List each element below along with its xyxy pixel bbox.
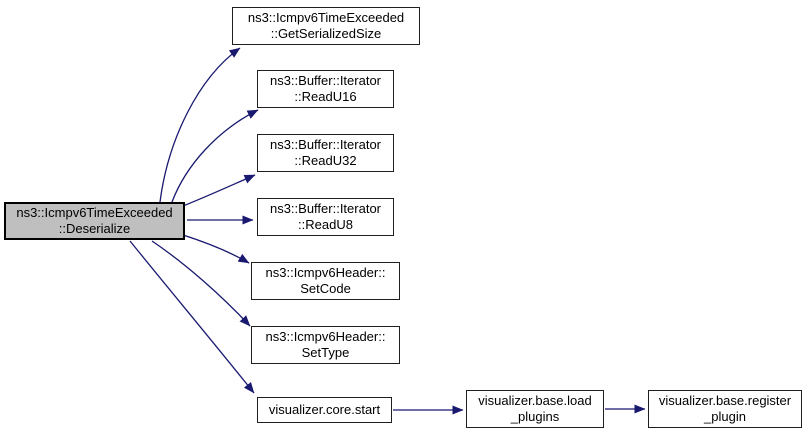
node-label-line2: _plugins [510,409,560,424]
edge-deserialize-settype [151,240,251,327]
node-label-line1: ns3::Buffer::Iterator [269,137,382,152]
node-getserializedsize[interactable]: ns3::Icmpv6TimeExceeded ::GetSerializedS… [232,7,420,45]
node-label-line2: ::ReadU32 [294,153,357,168]
node-label-line2: ::ReadU16 [294,89,357,104]
node-register-plugin[interactable]: visualizer.base.register _plugin [648,390,802,428]
node-label-line1: ns3::Icmpv6Header:: [265,329,386,344]
node-label-line1: ns3::Icmpv6TimeExceeded [247,10,405,25]
node-label-line1: visualizer.core.start [268,402,381,417]
node-readu8[interactable]: ns3::Buffer::Iterator ::ReadU8 [257,198,394,236]
node-settype[interactable]: ns3::Icmpv6Header:: SetType [251,326,400,364]
node-label-line1: ns3::Buffer::Iterator [269,201,382,216]
node-label-line2: SetCode [300,281,351,296]
node-label-line2: _plugin [704,409,746,424]
node-label-line2: ::GetSerializedSize [270,26,382,41]
node-readu16[interactable]: ns3::Buffer::Iterator ::ReadU16 [257,70,394,108]
edge-deserialize-corestart [129,240,255,394]
node-deserialize: ns3::Icmpv6TimeExceeded ::Deserialize [4,202,185,240]
node-label-line1: visualizer.base.register [658,393,792,408]
node-core-start[interactable]: visualizer.core.start [257,397,392,423]
node-label-line1: ns3::Icmpv6Header:: [265,265,386,280]
edge-deserialize-getserializedsize [159,47,241,203]
node-label-line1: ns3::Buffer::Iterator [269,73,382,88]
node-label-line1: ns3::Icmpv6TimeExceeded [16,205,173,220]
node-label-line1: visualizer.base.load [478,393,592,408]
node-label-line2: SetType [301,345,350,360]
node-label-line2: ::ReadU8 [298,217,353,232]
node-label-line2: ::Deserialize [58,221,131,236]
node-setcode[interactable]: ns3::Icmpv6Header:: SetCode [251,262,400,300]
edge-deserialize-readu32 [182,174,256,207]
node-readu32[interactable]: ns3::Buffer::Iterator ::ReadU32 [257,134,394,172]
edge-deserialize-readu16 [171,109,259,203]
node-load-plugins[interactable]: visualizer.base.load _plugins [466,390,604,428]
edge-deserialize-setcode [182,234,250,264]
